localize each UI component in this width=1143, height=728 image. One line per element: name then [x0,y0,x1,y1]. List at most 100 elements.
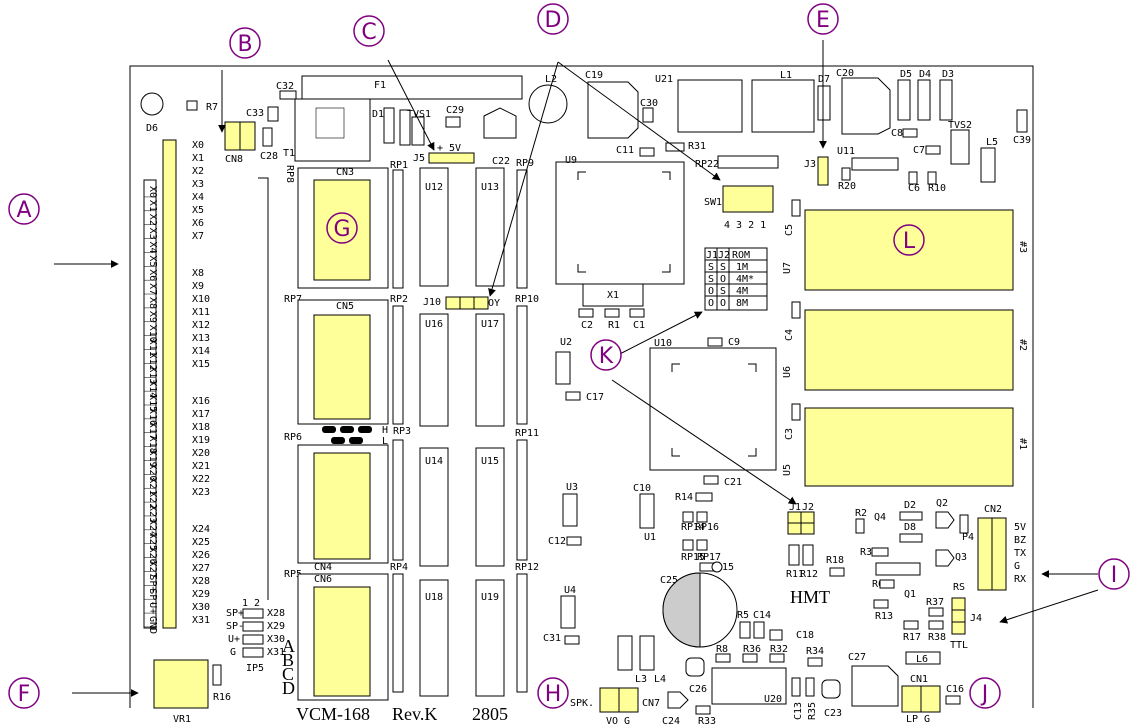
c25-label: C25 [660,575,678,586]
terminal-label: X8 [147,297,158,309]
ip5-row0: SP+ [226,608,244,619]
x-pin-label: X28 [192,576,210,587]
l3-label: L3 [635,674,647,685]
x-pin-label: X4 [192,192,204,203]
p4-label: P4 [962,532,974,543]
t1-inner [315,107,345,139]
c28-part [262,127,273,147]
arrow-k1 [611,311,703,359]
ip5-row1: SP- [226,621,244,632]
l2-inductor [528,84,568,124]
j1-label: J1 [789,502,801,513]
t1-transformer [294,98,371,162]
l1-label: L1 [780,70,792,81]
u6-label: U6 [782,366,793,378]
rp8-label: RP8 [284,165,295,183]
cn1-label: CN1 [910,674,928,685]
l-label: L [382,436,388,447]
r32-label: R32 [770,644,788,655]
terminal-label: X2 [147,214,158,226]
jt-r3c0: O [708,298,714,309]
cn2-rx: RX [1014,574,1026,585]
terminal-label: U+ [147,602,158,614]
x-pin-label: X18 [192,422,210,433]
x-pin-label: X25 [192,537,210,548]
terminal-label: X7 [147,283,158,295]
ip5-cols: 1 2 [242,598,260,609]
r34-label: R34 [806,646,824,657]
rp15-label: RP15 [681,552,705,563]
cn7-label: CN7 [642,698,660,709]
r1-label: R1 [608,320,620,331]
u13-label: U13 [481,182,499,193]
x-pin-label: X10 [192,294,210,305]
spk-label: SPK. [570,698,594,709]
rp17-label: RP17 [697,552,721,563]
svg-text:E: E [816,8,830,33]
cn2-bz: BZ [1014,535,1026,546]
rp1-label: RP1 [390,160,408,171]
d4-label: D4 [919,69,931,80]
x-pin-label: X8 [192,268,204,279]
l1-inductor [751,79,815,133]
x-pin-label: X2 [192,166,204,177]
callout-c: C [353,15,385,47]
x-pin-label: X17 [192,409,210,420]
cn6-label: CN6 [314,574,332,585]
c9-label: C9 [728,337,740,348]
c32-part [279,90,297,100]
jt-r1c0: S [708,274,714,285]
r2-label: R2 [855,508,867,519]
ip5-x1: X29 [267,621,285,632]
arrow-k2 [611,379,797,505]
x1-crystal [582,283,644,307]
r8-label: R8 [716,644,728,655]
c20-label: C20 [836,68,854,79]
terminal-label: X1 [147,200,158,212]
c33-label: C33 [246,108,264,119]
c12-label: C12 [548,536,566,547]
q4-label: Q4 [874,512,886,523]
svg-text:K: K [599,344,614,369]
terminal-labels: X0X1X2X3X4X5X6X7X8X9X10X11X12X13X14X15X1… [144,186,158,634]
c5-label: C5 [784,224,795,236]
arrow-d2 [488,61,559,297]
callout-e: E [807,3,839,35]
j10-jumper [445,296,489,310]
ip5-x3: X31 [267,647,285,658]
rp7-label: RP7 [284,294,302,305]
arrow-c [387,59,435,151]
f1-label: F1 [374,80,386,91]
r7-label: R7 [206,102,218,113]
h-label: H [382,425,388,436]
d2-label: D2 [904,500,916,511]
jt-r3c2: 8M [736,298,748,309]
c14-label: C14 [753,610,771,621]
d8-label: D8 [904,522,916,533]
ip5-row3: G [230,647,236,658]
u7-label: U7 [782,262,793,274]
x1-label: X1 [607,290,619,301]
j3-label: J3 [804,159,816,170]
rp16-label: RP16 [695,522,719,533]
u15-label: U15 [481,456,499,467]
callout-g: G [326,212,358,244]
jt-r0c2: 1M [736,262,748,273]
c3-label: C3 [784,428,795,440]
jt-r0c0: S [708,262,714,273]
terminal-label: X5 [147,255,158,267]
svg-text:J: J [980,682,989,707]
x-pin-label: X31 [192,615,210,626]
c2-label: C2 [581,320,593,331]
board-number: 2805 [472,704,508,724]
x-pin-label: X6 [192,218,204,229]
slot2-socket [804,309,1014,391]
x-pin-label: X7 [192,231,204,242]
svg-text:A: A [16,198,31,223]
cn2-5v: 5V [1014,522,1026,533]
r33-label: R33 [698,716,716,727]
u4-label: U4 [564,585,576,596]
terminal-label: SP+ [147,574,158,592]
terminal-label: X0 [147,186,158,198]
c18-label: C18 [796,630,814,641]
